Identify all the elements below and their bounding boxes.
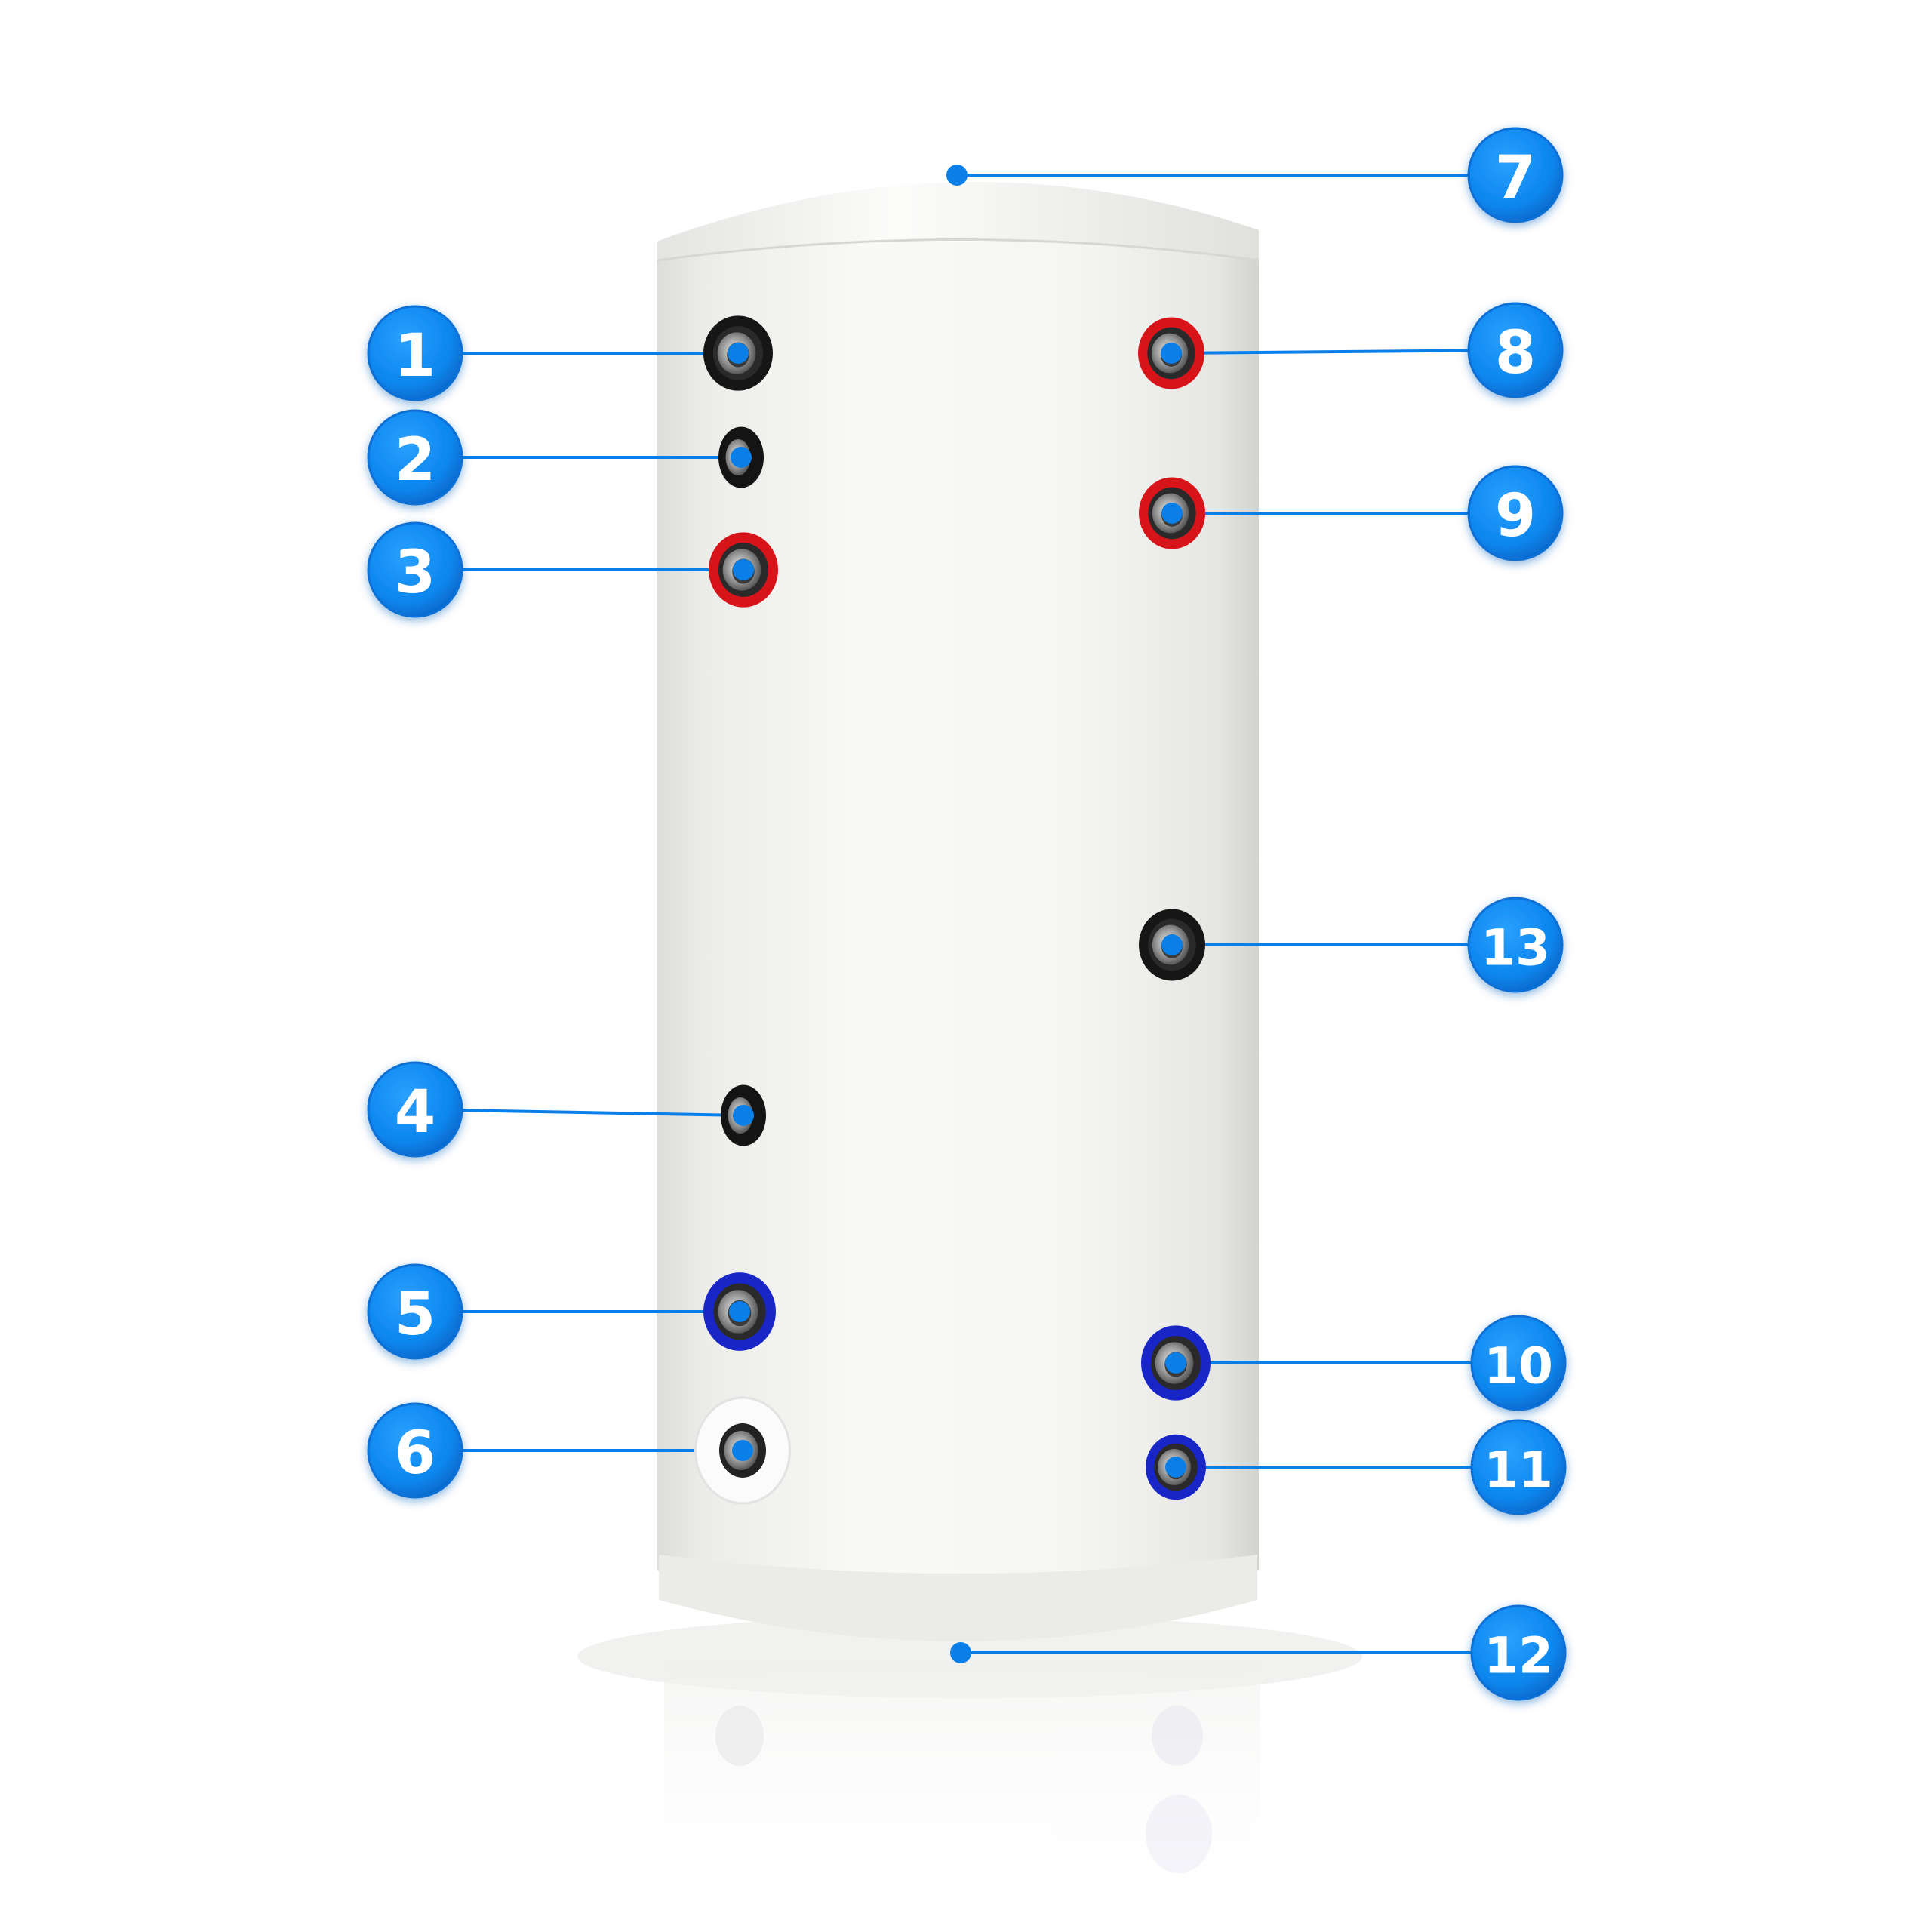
anchor-dot-5	[729, 1301, 750, 1322]
anchor-dot-1	[728, 343, 749, 364]
anchor-dot-3	[733, 559, 754, 580]
anchor-dot-9	[1161, 503, 1183, 524]
callout-badge-6: 6	[367, 1402, 463, 1499]
callout-number-13: 13	[1481, 919, 1550, 977]
leader-line-4	[414, 1108, 744, 1117]
callout-number-3: 3	[395, 539, 435, 607]
callout-badge-7: 7	[1467, 127, 1564, 223]
anchor-dot-7	[946, 165, 968, 186]
anchor-dot-10	[1165, 1352, 1186, 1374]
callout-badge-10: 10	[1470, 1315, 1567, 1411]
callout-badge-1: 1	[367, 305, 463, 401]
callout-badge-13: 13	[1467, 897, 1564, 993]
leader-line-8	[1171, 349, 1516, 355]
callout-number-4: 4	[395, 1078, 435, 1146]
tank-top-cap	[657, 182, 1259, 260]
tank-reflection	[664, 1660, 1260, 1932]
callout-badge-2: 2	[367, 409, 463, 506]
callout-number-5: 5	[395, 1281, 435, 1349]
leader-lines	[414, 174, 1518, 1654]
anchor-dot-4	[733, 1105, 754, 1126]
callout-badge-4: 4	[367, 1061, 463, 1158]
callout-number-8: 8	[1495, 319, 1536, 387]
callout-number-1: 1	[395, 322, 435, 390]
callout-number-11: 11	[1484, 1441, 1553, 1500]
anchor-dot-12	[950, 1642, 971, 1663]
callout-badge-11: 11	[1470, 1419, 1567, 1515]
storage-tank	[656, 182, 1260, 1641]
callout-badge-9: 9	[1467, 465, 1564, 561]
callout-number-7: 7	[1495, 144, 1536, 212]
tank-body	[657, 242, 1259, 1626]
callout-number-2: 2	[395, 426, 435, 494]
callout-number-9: 9	[1495, 482, 1536, 550]
callout-badge-5: 5	[367, 1263, 463, 1360]
callout-number-6: 6	[395, 1420, 435, 1487]
callout-number-12: 12	[1484, 1627, 1553, 1685]
callout-number-10: 10	[1484, 1337, 1553, 1395]
anchor-dot-2	[731, 447, 752, 468]
tank-bottom-band	[659, 1555, 1257, 1641]
callout-badge-3: 3	[367, 521, 463, 618]
fittings	[694, 165, 1211, 1663]
callout-badge-12: 12	[1470, 1604, 1567, 1701]
anchor-dot-8	[1161, 343, 1182, 364]
anchor-dot-11	[1165, 1457, 1186, 1478]
anchor-dot-6	[732, 1440, 753, 1461]
callout-badge-8: 8	[1467, 302, 1564, 398]
anchor-dot-13	[1161, 934, 1183, 955]
